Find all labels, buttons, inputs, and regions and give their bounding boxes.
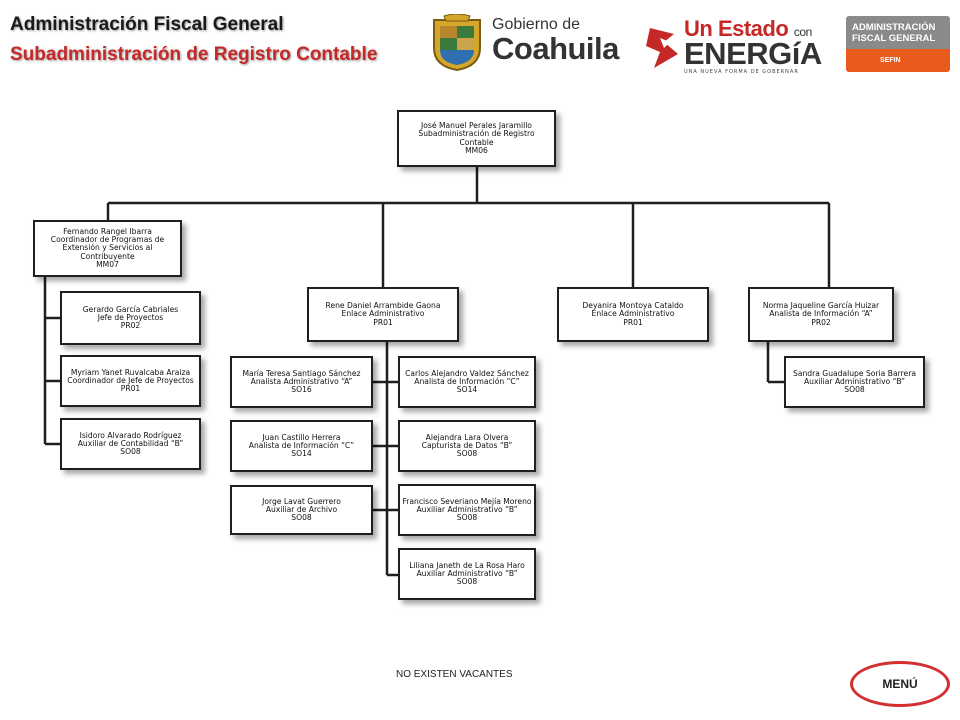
afg-sefin-logo: ADMINISTRACIÓN FISCAL GENERAL SEFIN <box>846 16 950 72</box>
org-box-name: José Manuel Perales Jaramillo <box>421 120 532 130</box>
org-box-code: SO16 <box>291 385 312 395</box>
org-box-name: Francisco Severiano Mejía Moreno <box>402 496 532 506</box>
org-box-jorge: Jorge Lavat Guerrero Auxiliar de Archivo… <box>230 485 373 535</box>
vacancies-note: NO EXISTEN VACANTES <box>396 669 513 680</box>
org-box-root: José Manuel Perales Jaramillo Subadminis… <box>397 110 556 167</box>
org-box-title: Auxiliar Administrativo “B” <box>416 568 518 578</box>
afg-logo-top: ADMINISTRACIÓN FISCAL GENERAL <box>846 16 950 49</box>
org-box-title: Subadministración de Registro Contable <box>418 129 535 147</box>
org-box-name: Alejandra Lara Olvera <box>425 432 509 442</box>
org-box-norma: Norma Jaqueline García Huizar Analista d… <box>748 287 894 342</box>
org-box-code: SO08 <box>456 577 478 587</box>
org-box-code: PR01 <box>623 317 643 327</box>
org-box-maria: María Teresa Santiago Sánchez Analista A… <box>230 356 373 408</box>
org-box-sandra: Sandra Guadalupe Soria Barrera Auxiliar … <box>784 356 925 408</box>
org-box-isidoro: Isidoro Alvarado Rodríguez Auxiliar de C… <box>60 418 201 470</box>
org-box-myriam: Myriam Yanet Ruvalcaba Araiza Coordinado… <box>60 355 201 407</box>
org-box-code: SO08 <box>456 513 478 523</box>
energia-logo-sub: UNA NUEVA FORMA DE GOBERNAR <box>684 69 799 75</box>
estado-energia-logo: Un Estado con ENERGíA UNA NUEVA FORMA DE… <box>644 16 824 75</box>
org-box-code: SO14 <box>291 449 312 459</box>
org-box-name: Rene Daniel Arrambide Gaona <box>325 301 441 311</box>
org-box-code: SO14 <box>456 385 478 395</box>
energia-logo-main: ENERGíA <box>684 36 822 71</box>
org-box-title: Analista de Información “C” <box>248 440 355 450</box>
org-box-code: SO08 <box>120 447 141 457</box>
org-box-code: MM06 <box>465 145 488 155</box>
org-box-name: Sandra Guadalupe Soria Barrera <box>793 368 916 378</box>
energia-logo-con: con <box>793 25 812 39</box>
gobierno-coahuila-logo: Gobierno de Coahuila <box>492 16 619 64</box>
org-box-name: Liliana Janeth de La Rosa Haro <box>409 560 525 570</box>
org-box-code: MM07 <box>96 259 119 269</box>
org-box-code: PR01 <box>373 317 393 327</box>
org-box-francisco: Francisco Severiano Mejía Moreno Auxilia… <box>398 484 536 536</box>
gobierno-logo-top: Gobierno de <box>492 16 581 33</box>
org-box-juan: Juan Castillo Herrera Analista de Inform… <box>230 420 373 472</box>
org-box-carlos: Carlos Alejandro Valdez Sánchez Analista… <box>398 356 536 408</box>
org-box-name: Isidoro Alvarado Rodríguez <box>79 430 182 440</box>
page-title: Administración Fiscal General <box>10 14 284 35</box>
org-box-code: PR02 <box>811 317 831 327</box>
org-box-gerardo: Gerardo García Cabriales Jefe de Proyect… <box>60 291 201 345</box>
energia-logo-top: Un Estado <box>684 16 789 41</box>
org-box-title: Analista Administrativo “A” <box>250 376 353 386</box>
org-box-title: Coordinador de Jefe de Proyectos <box>67 375 194 385</box>
org-box-name: Norma Jaqueline García Huizar <box>762 301 880 311</box>
org-box-title: Analista de Información “A” <box>769 309 873 319</box>
org-box-fernando: Fernando Rangel Ibarra Coordinador de Pr… <box>33 220 182 277</box>
menu-button-label: MENÚ <box>882 677 918 691</box>
org-box-liliana: Liliana Janeth de La Rosa Haro Auxiliar … <box>398 548 536 600</box>
energia-star-icon <box>646 28 678 68</box>
org-box-code: PR02 <box>120 321 141 331</box>
org-box-name: María Teresa Santiago Sánchez <box>242 368 361 378</box>
org-box-name: Fernando Rangel Ibarra <box>63 226 152 236</box>
org-box-title: Jefe de Proyectos <box>97 312 164 322</box>
org-box-title: Analista de Información “C” <box>414 376 520 386</box>
org-box-title: Auxiliar de Archivo <box>265 504 338 514</box>
org-box-title: Auxiliar de Contabilidad “B” <box>77 438 184 448</box>
org-box-name: Gerardo García Cabriales <box>82 304 179 314</box>
org-box-rene: Rene Daniel Arrambide Gaona Enlace Admin… <box>307 287 459 342</box>
org-box-alejandra: Alejandra Lara Olvera Capturista de Dato… <box>398 420 536 472</box>
org-box-name: Jorge Lavat Guerrero <box>262 496 341 506</box>
org-box-code: SO08 <box>844 385 865 395</box>
menu-button[interactable]: MENÚ <box>850 661 950 707</box>
afg-logo-bottom: SEFIN <box>846 49 950 72</box>
org-box-name: Juan Castillo Herrera <box>262 432 341 442</box>
org-box-code: SO08 <box>456 449 478 459</box>
org-box-title: Enlace Administrativo <box>591 309 675 319</box>
org-box-name: Carlos Alejandro Valdez Sánchez <box>405 368 529 378</box>
org-box-code: PR01 <box>120 384 141 394</box>
coahuila-seal-logo <box>430 13 484 72</box>
gobierno-logo-main: Coahuila <box>492 31 619 66</box>
org-box-code: SO08 <box>291 513 312 523</box>
page-subtitle: Subadministración de Registro Contable <box>10 44 378 65</box>
org-box-name: Deyanira Montoya Cataldo <box>582 301 684 311</box>
org-box-title: Auxiliar Administrativo “B” <box>416 504 518 514</box>
org-box-deyanira: Deyanira Montoya Cataldo Enlace Administ… <box>557 287 709 342</box>
org-box-title: Auxiliar Administrativo “B” <box>803 376 906 386</box>
org-box-title: Coordinador de Programas de Extensión y … <box>50 235 165 261</box>
org-box-title: Capturista de Datos “B” <box>421 440 513 450</box>
org-box-title: Enlace Administrativo <box>341 309 425 319</box>
org-box-name: Myriam Yanet Ruvalcaba Araiza <box>70 367 191 377</box>
